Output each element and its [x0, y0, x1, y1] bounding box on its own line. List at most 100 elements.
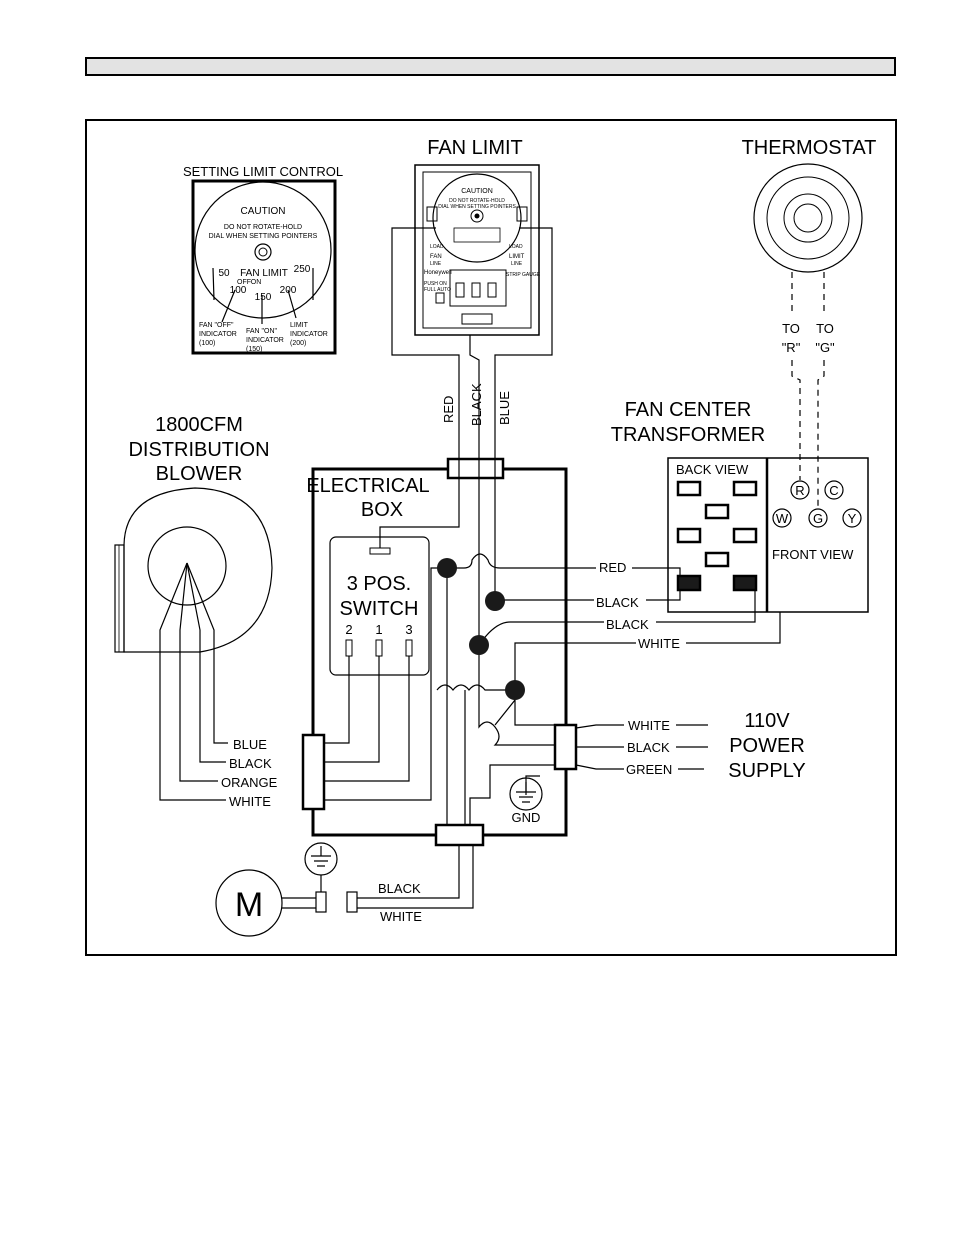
electrical-box-line-2: BOX — [361, 499, 403, 521]
wire-label-blower-orange: ORANGE — [221, 775, 278, 790]
terminal-w: W — [776, 511, 789, 526]
dial-off: OFF — [237, 279, 251, 286]
setting-limit-control: SETTING LIMIT CONTROL CAUTION DO NOT ROT… — [183, 164, 343, 355]
switch-line-1: 3 POS. — [347, 573, 411, 595]
fan-limit-title: FAN LIMIT — [427, 137, 523, 159]
full-auto: FULL AUTO — [424, 287, 451, 293]
thermostat-wires — [791, 272, 825, 316]
caution-label: CAUTION — [241, 206, 286, 217]
fan-limit-caution-1: DO NOT ROTATE-HOLD — [449, 198, 505, 204]
wire-label-blower-black: BLACK — [229, 756, 272, 771]
wire-label-trans-white: WHITE — [638, 636, 680, 651]
splice-4 — [505, 680, 525, 700]
switch-pos-2: 2 — [345, 622, 352, 637]
brand-label: Honeywell — [424, 270, 452, 276]
switch-line-2: SWITCH — [340, 598, 419, 620]
indicator-leaders — [221, 289, 297, 324]
wire-label-trans-black-1: BLACK — [596, 595, 639, 610]
fan-limit-terminals — [449, 269, 507, 307]
limit-dial — [194, 181, 332, 319]
blower-line-3: BLOWER — [156, 463, 243, 485]
motor-body — [215, 869, 283, 937]
fan-limit-dial — [432, 173, 522, 263]
fan-limit-plate — [414, 164, 540, 336]
wire-label-blower-white: WHITE — [229, 794, 271, 809]
fan-off-indicator-1: FAN "OFF" — [199, 322, 234, 329]
scale-100: 100 — [230, 285, 247, 296]
switch-pos-1: 1 — [375, 622, 382, 637]
wire-label-motor-white: WHITE — [380, 909, 422, 924]
power-line-1: 110V — [744, 710, 790, 732]
push-on: PUSH ON — [424, 281, 447, 287]
line-right: LINE — [511, 261, 523, 267]
wiring — [324, 227, 781, 909]
splice-1 — [437, 558, 457, 578]
wire-label-trans-red: RED — [599, 560, 626, 575]
bottom-grommet — [434, 823, 485, 847]
transformer-line-1: FAN CENTER — [625, 399, 752, 421]
limit-label: LIMIT — [509, 254, 525, 260]
diagram-frame — [85, 119, 897, 956]
fan-limit-control: FAN LIMIT CAUTION DO NOT ROTATE-HOLD DIA… — [414, 137, 541, 336]
strip-gauge: STRIP GAUGE — [506, 272, 541, 278]
electrical-box: ELECTRICAL BOX — [301, 457, 578, 847]
terminal-g: G — [813, 511, 823, 526]
fan-limit-caution-2: DIAL WHEN SETTING POINTERS — [438, 204, 516, 210]
dial-hub — [254, 243, 272, 261]
fan-on-indicator-1: FAN "ON" — [246, 328, 278, 335]
motor: M BLACK WHITE — [215, 842, 422, 937]
motor-label: M — [235, 886, 263, 924]
ground-symbol: GND — [509, 777, 543, 825]
fan-limit-caution: CAUTION — [461, 188, 493, 195]
top-grommet — [446, 457, 505, 480]
fan-on-indicator-3: (150) — [246, 346, 262, 353]
back-view-label: BACK VIEW — [676, 462, 749, 477]
thermostat-title: THERMOSTAT — [742, 137, 877, 159]
fan-off-indicator-3: (100) — [199, 340, 215, 347]
dial-fan-limit: FAN LIMIT — [240, 268, 288, 279]
fan-center-transformer: FAN CENTER TRANSFORMER BACK VIEW FRONT V… — [611, 399, 869, 613]
thermostat-body — [753, 163, 863, 273]
header-bar — [85, 57, 896, 76]
black-terminal — [732, 574, 758, 592]
caution-line-1: DO NOT ROTATE-HOLD — [224, 224, 302, 231]
right-grommet — [553, 723, 578, 771]
fan-on-indicator-2: INDICATOR — [246, 337, 284, 344]
terminal-r: R — [795, 483, 804, 498]
front-view-label: FRONT VIEW — [772, 547, 854, 562]
load-right: LOAD — [509, 244, 523, 250]
blower-line-2: DISTRIBUTION — [128, 439, 269, 461]
setting-limit-box — [191, 179, 337, 355]
load-left: LOAD — [430, 244, 444, 250]
power-line-2: POWER — [729, 735, 805, 757]
wire-label-power-green: GREEN — [626, 762, 672, 777]
motor-ground-icon — [304, 842, 338, 876]
splice-2 — [485, 591, 505, 611]
wire-label-black-vertical: BLACK — [469, 383, 484, 426]
transformer-line-2: TRANSFORMER — [611, 424, 765, 446]
limit-indicator-2: INDICATOR — [290, 331, 328, 338]
fan-off-indicator-2: INDICATOR — [199, 331, 237, 338]
scale-50: 50 — [218, 268, 230, 279]
switch-pos-3: 3 — [405, 622, 412, 637]
splice-3 — [469, 635, 489, 655]
limit-indicator-1: LIMIT — [290, 322, 309, 329]
wire-label-blower-blue: BLUE — [233, 737, 267, 752]
motor-receptacle — [346, 891, 358, 913]
terminal-c: C — [829, 483, 838, 498]
terminal-y: Y — [848, 511, 857, 526]
wire-label-power-white: WHITE — [628, 718, 670, 733]
line-left: LINE — [430, 261, 442, 267]
to-r-2: "R" — [782, 340, 801, 355]
thermostat: THERMOSTAT TO "R" TO "G" — [742, 137, 877, 508]
wire-label-red-vertical: RED — [441, 396, 456, 423]
wire-label-power-black: BLACK — [627, 740, 670, 755]
three-position-switch: 3 POS. SWITCH 2 1 3 — [329, 536, 430, 676]
blower-wheel — [147, 526, 227, 606]
scale-250: 250 — [294, 264, 311, 275]
power-line-3: SUPPLY — [728, 760, 805, 782]
scale-150: 150 — [255, 292, 272, 303]
left-grommet — [301, 733, 326, 811]
fan-label: FAN — [430, 254, 442, 260]
